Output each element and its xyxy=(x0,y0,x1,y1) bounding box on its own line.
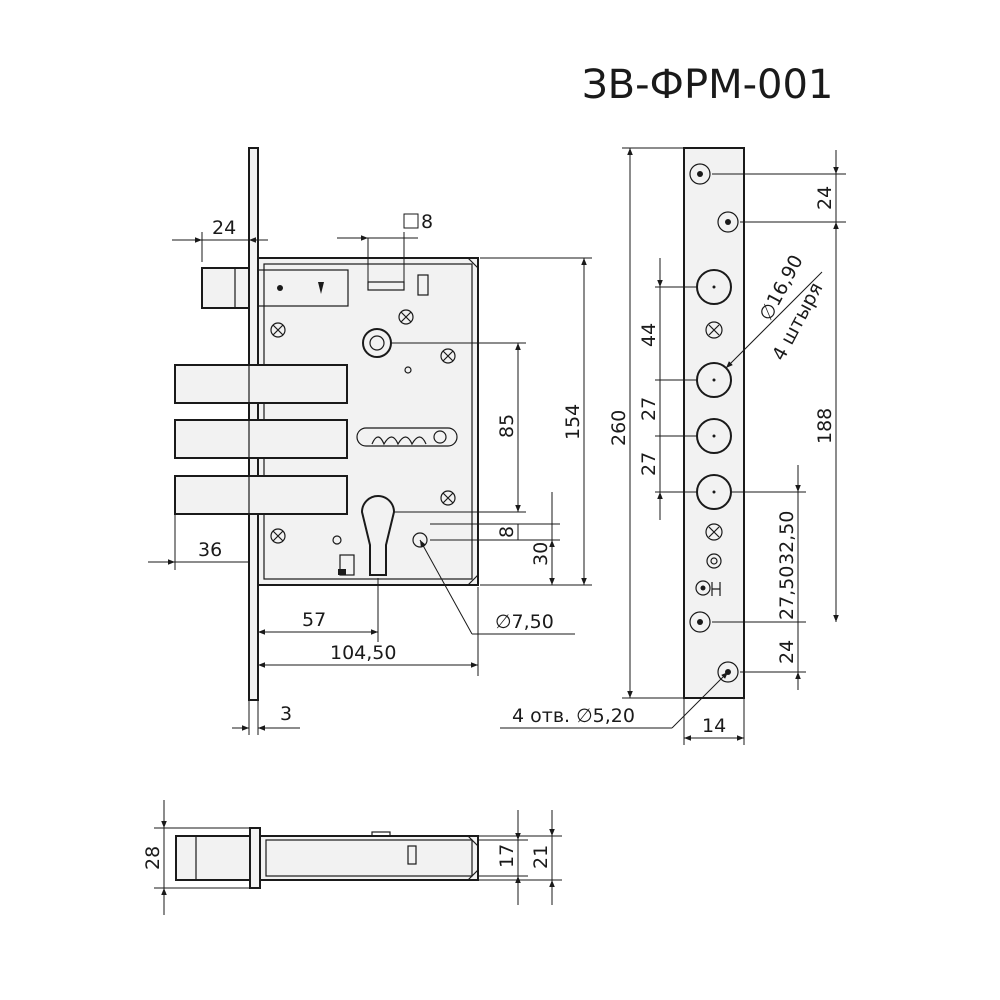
screw-icon xyxy=(270,309,456,544)
dim-backset: 57 xyxy=(302,609,326,631)
dim-body-depth: 104,50 xyxy=(330,642,396,664)
dim-square: 8 xyxy=(421,211,433,233)
dim-bolt-height: 28 xyxy=(142,846,164,870)
dim-total-height: 260 xyxy=(608,410,630,446)
dim-spindle-to-cylinder: 85 xyxy=(496,414,518,438)
deadbolt-2 xyxy=(174,419,348,459)
bottom-view: 28 17 21 xyxy=(142,800,562,915)
dim-faceplate-thickness: 3 xyxy=(280,703,292,725)
dim-bolt-protrusion: 24 xyxy=(212,217,236,239)
latch-bolt xyxy=(201,267,250,309)
dim-upper-gap: 44 xyxy=(638,323,660,347)
cylinder-cutout xyxy=(360,495,396,576)
dim-top-hole: 24 xyxy=(814,186,836,210)
dim-pin-pitch-1: 27 xyxy=(638,397,660,421)
bottom-faceplate xyxy=(249,827,261,889)
mounting-hole-icon xyxy=(689,163,739,683)
faceplate xyxy=(683,147,745,699)
dim-lower-gap-2: 27,50 xyxy=(776,566,798,620)
deadbolt-1 xyxy=(174,364,348,404)
dim-bolt-length: 36 xyxy=(198,539,222,561)
bottom-body xyxy=(259,835,479,881)
dim-inner: 17 xyxy=(496,844,518,868)
dim-cylinder-offset: 8 xyxy=(496,526,518,538)
dim-hole-diameter: ∅7,50 xyxy=(495,611,554,633)
dim-cylinder-to-bottom: 30 xyxy=(530,542,552,566)
dim-bottom-hole: 24 xyxy=(776,640,798,664)
bottom-bolt xyxy=(175,835,251,881)
dim-lower-gap: 32,50 xyxy=(776,511,798,565)
dim-pin-pitch-2: 27 xyxy=(638,452,660,476)
dim-pins-span: 188 xyxy=(814,408,836,444)
front-view: 24 8 36 85 154 8 30 57 xyxy=(148,147,592,735)
dim-outer: 21 xyxy=(530,845,552,869)
faceplate-view: 260 24 188 ∅16,90 4 штыря 44 27 27 32,50 xyxy=(500,147,846,745)
dim-body-height: 154 xyxy=(562,404,584,440)
dim-holes-note: 4 отв. ∅5,20 xyxy=(512,705,635,727)
logo-icon xyxy=(695,580,721,596)
drawing-title: ЗВ-ФРМ-001 xyxy=(582,62,833,108)
dim-width: 14 xyxy=(702,715,726,737)
screw-icon xyxy=(705,321,723,569)
deadbolt-3 xyxy=(174,475,348,515)
